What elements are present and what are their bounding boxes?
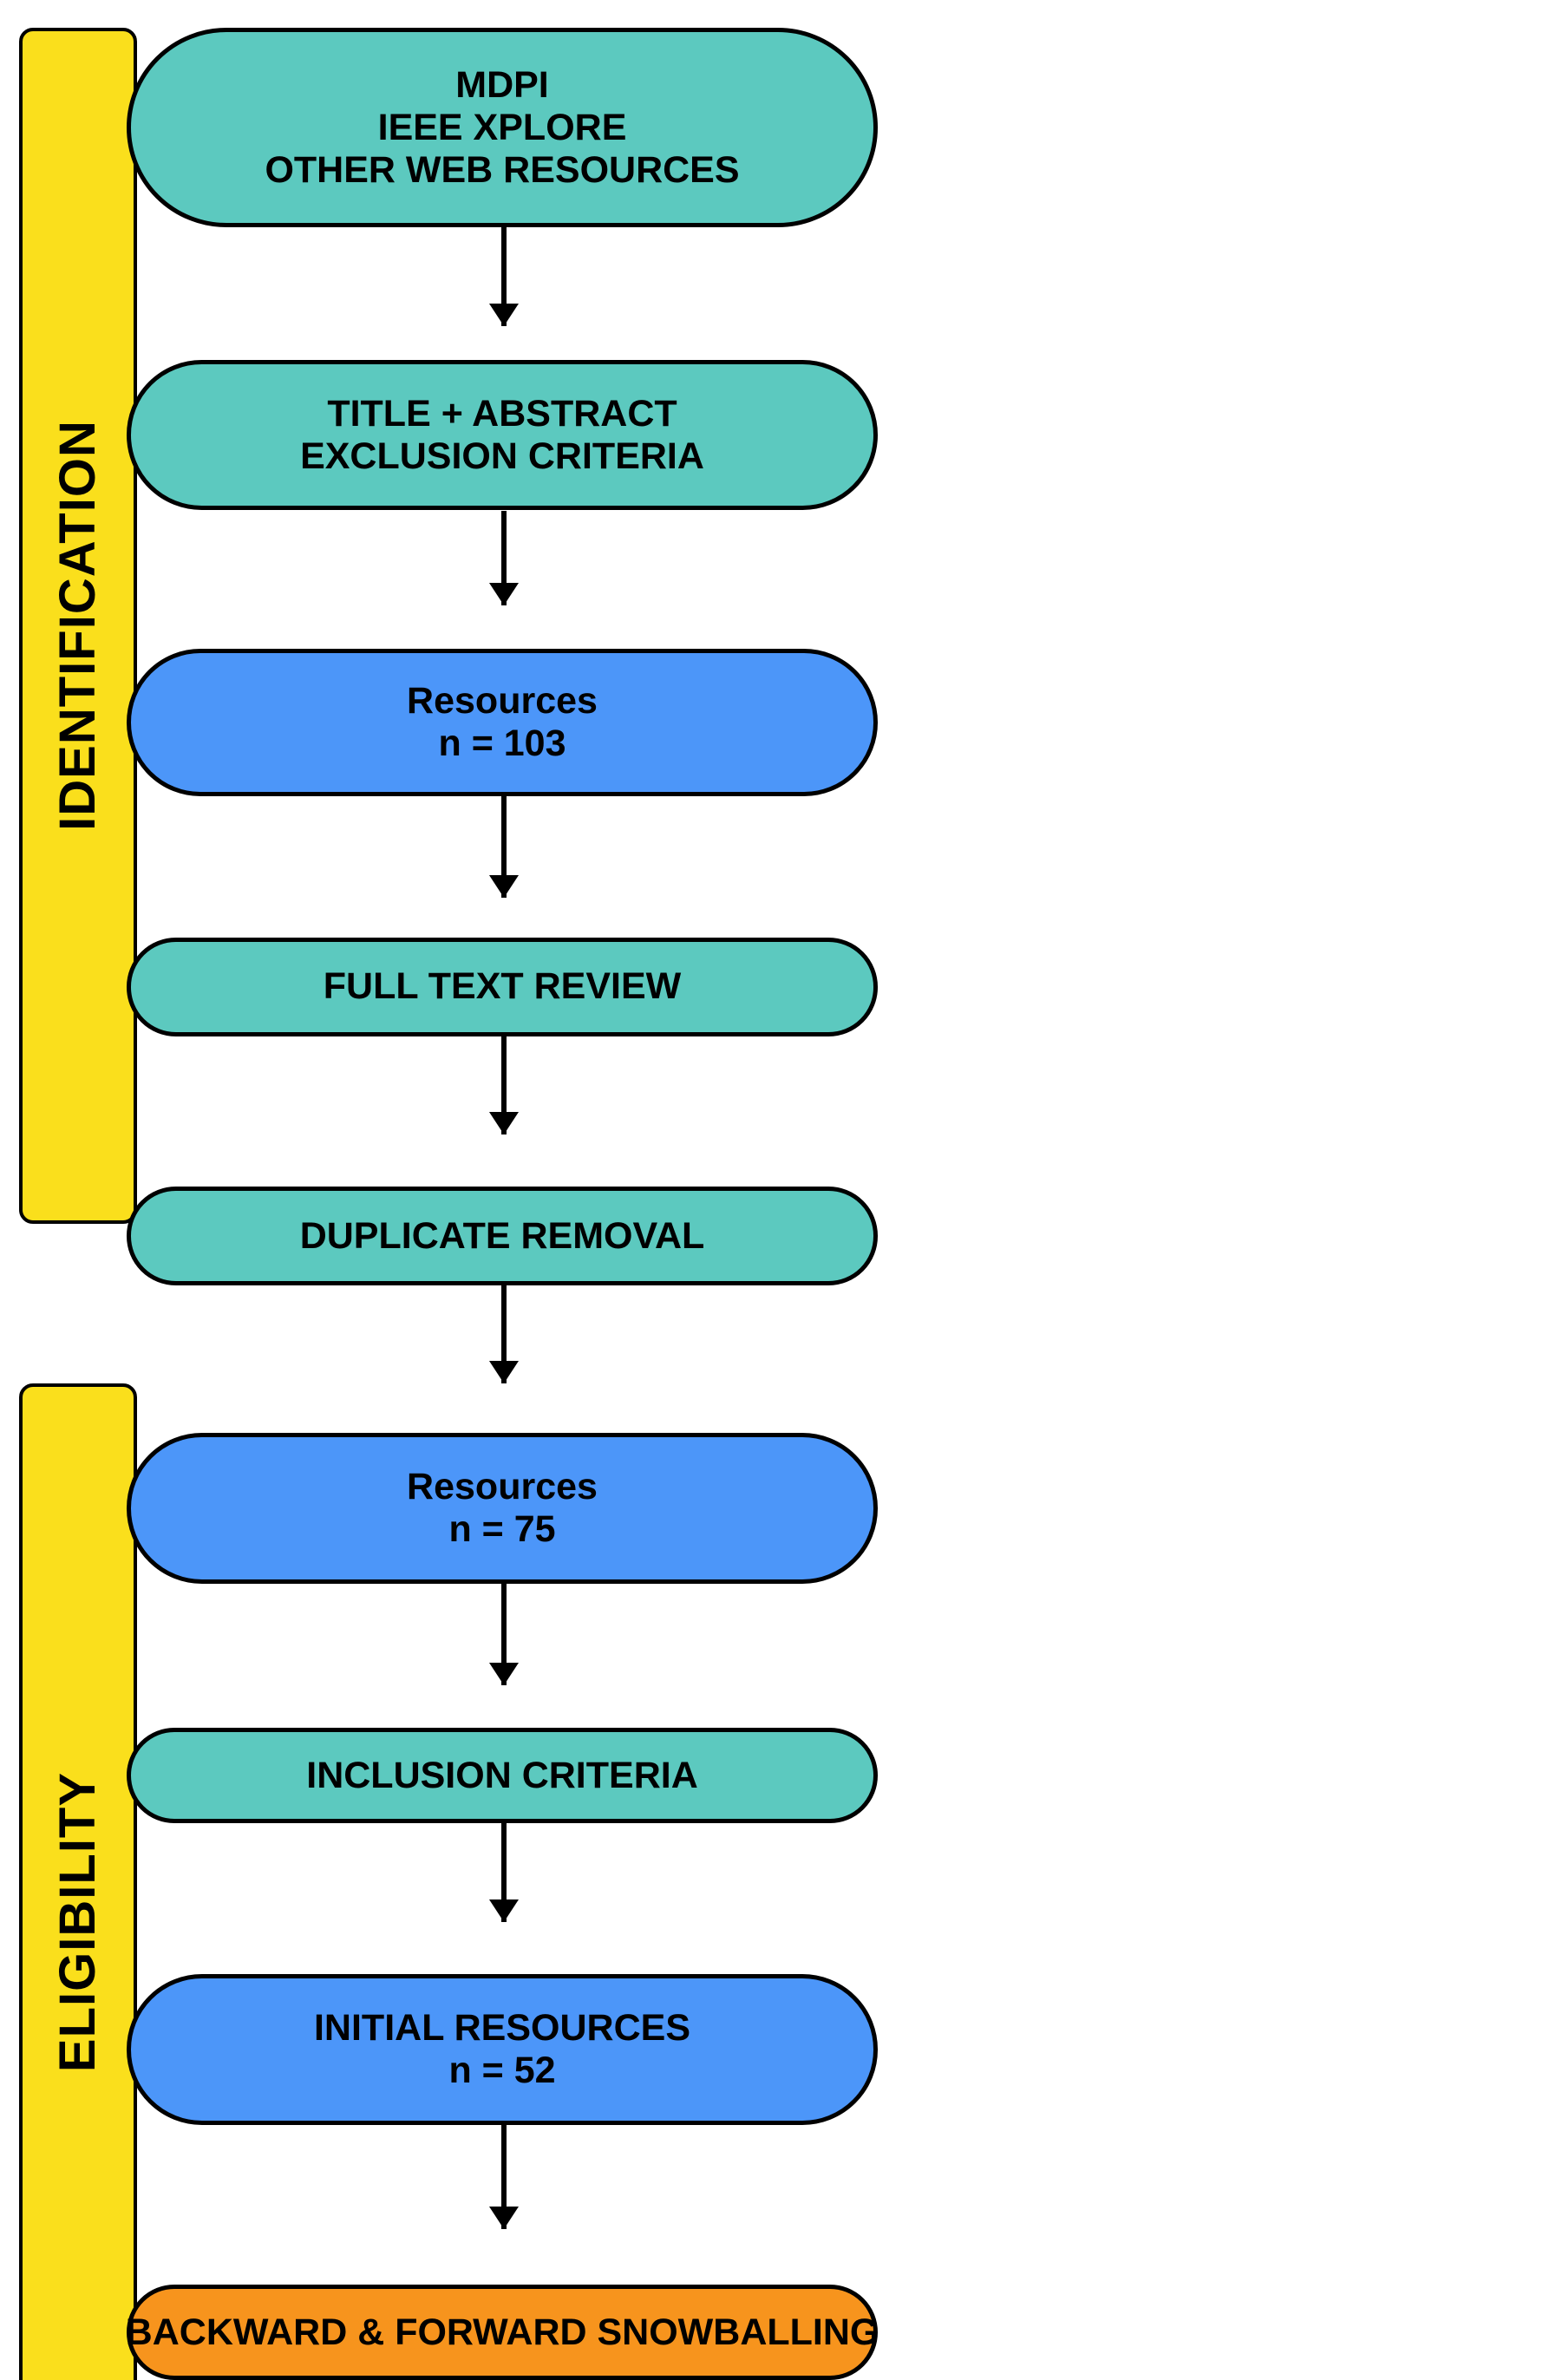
arrowhead-sources-to-screening	[489, 303, 519, 326]
connector-inclusion-to-initial	[501, 1823, 507, 1922]
node-full-text-review: FULL TEXT REVIEW	[127, 938, 878, 1036]
node-resources-75: Resources n = 75	[127, 1433, 878, 1584]
node-sources-line-3: OTHER WEB RESOURCES	[265, 148, 740, 191]
node-inclusion-criteria-label: INCLUSION CRITERIA	[306, 1754, 698, 1796]
node-initial-resources-52: INITIAL RESOURCES n = 52	[127, 1974, 878, 2125]
node-resources-103: Resources n = 103	[127, 649, 878, 797]
arrowhead-resources103-to-fulltext	[489, 875, 519, 899]
node-full-text-review-label: FULL TEXT REVIEW	[323, 965, 682, 1008]
connector-screening-to-resources103	[501, 510, 507, 606]
stage-label-identification-text: IDENTIFICATION	[49, 420, 107, 832]
arrowhead-resources75-to-inclusion	[489, 1662, 519, 1685]
stage-label-eligibility-text: ELIGIBILITY	[49, 1771, 106, 2072]
node-snowballing: BACKWARD & FORWARD SNOWBALLING	[125, 2285, 879, 2380]
node-resources103-label: Resources	[407, 680, 598, 722]
node-duplicate-removal-label: DUPLICATE REMOVAL	[299, 1214, 705, 1257]
arrowhead-fulltext-to-duplicate	[489, 1112, 519, 1135]
node-sources-line-2: IEEE XPLORE	[377, 106, 627, 148]
node-title-abstract-screening: TITLE + ABSTRACT EXCLUSION CRITERIA	[127, 359, 878, 511]
stage-label-identification: IDENTIFICATION	[19, 27, 137, 1224]
connector-duplicate-to-resources75	[501, 1285, 507, 1384]
node-initial-resources-count: n = 52	[448, 2049, 556, 2091]
arrowhead-inclusion-to-initial	[489, 1899, 519, 1922]
stage-label-eligibility: ELIGIBILITY	[19, 1383, 137, 2380]
node-resources75-label: Resources	[407, 1465, 598, 1507]
node-sources-line-1: MDPI	[455, 63, 549, 106]
node-duplicate-removal: DUPLICATE REMOVAL	[127, 1187, 878, 1285]
node-resources103-count: n = 103	[438, 722, 566, 765]
arrowhead-initial-to-snowballing	[489, 2207, 519, 2230]
arrowhead-duplicate-to-resources75	[489, 1361, 519, 1384]
connector-resources75-to-inclusion	[501, 1583, 507, 1685]
node-initial-resources-label: INITIAL RESOURCES	[313, 2006, 691, 2049]
node-resources75-count: n = 75	[448, 1507, 556, 1550]
node-screening-line-1: TITLE + ABSTRACT	[327, 392, 677, 435]
connector-fulltext-to-duplicate	[501, 1036, 507, 1135]
connector-sources-to-screening	[501, 227, 507, 326]
arrowhead-screening-to-resources103	[489, 583, 519, 606]
connector-resources103-to-fulltext	[501, 796, 507, 899]
node-screening-line-2: EXCLUSION CRITERIA	[300, 435, 704, 477]
node-inclusion-criteria: INCLUSION CRITERIA	[127, 1728, 878, 1824]
connector-initial-to-snowballing	[501, 2124, 507, 2230]
node-snowballing-label: BACKWARD & FORWARD SNOWBALLING	[125, 2311, 879, 2353]
node-sources: MDPI IEEE XPLORE OTHER WEB RESOURCES	[127, 27, 878, 228]
